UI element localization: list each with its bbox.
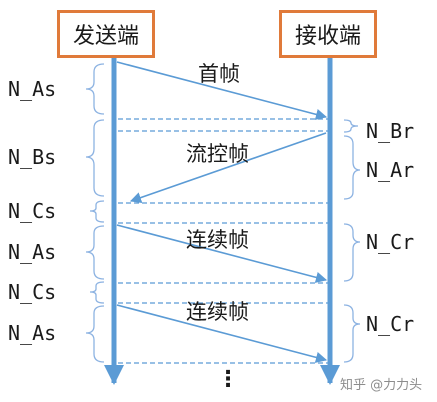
timer-label-n-bs: N_Bs bbox=[8, 145, 57, 169]
consecutive-frame-label: 连续帧 bbox=[186, 228, 249, 252]
left-brace-n-bs bbox=[85, 119, 105, 197]
timer-label-n-as: N_As bbox=[8, 321, 57, 345]
flow-control-frame-arrow bbox=[129, 132, 327, 203]
timer-label-n-br: N_Br bbox=[366, 119, 415, 143]
timer-label-n-cr: N_Cr bbox=[366, 230, 415, 254]
right-brace-n-br bbox=[343, 119, 359, 133]
timer-label-n-cs: N_Cs bbox=[8, 280, 57, 304]
left-brace-n-as bbox=[85, 63, 105, 115]
consecutive-frame-2-arrow bbox=[116, 304, 328, 363]
first-frame-arrow bbox=[116, 61, 328, 120]
left-brace-n-as bbox=[85, 225, 105, 280]
receiver-node: 接收端 bbox=[279, 10, 377, 58]
timer-label-n-ar: N_Ar bbox=[366, 158, 415, 182]
sender-node: 发送端 bbox=[57, 10, 155, 58]
continuation-dots: ⋮ bbox=[217, 367, 239, 392]
consecutive-frame-label: 连续帧 bbox=[186, 300, 249, 324]
left-brace-n-as bbox=[85, 305, 105, 363]
right-brace-n-ar bbox=[343, 135, 361, 200]
timer-label-n-cs: N_Cs bbox=[8, 199, 57, 223]
receiver-label: 接收端 bbox=[294, 24, 361, 49]
left-brace-n-cs bbox=[89, 281, 105, 304]
timer-label-n-as: N_As bbox=[8, 77, 57, 101]
left-brace-n-cs bbox=[89, 200, 105, 223]
consecutive-frame-1-arrow bbox=[116, 224, 328, 283]
flow-control-frame-label: 流控帧 bbox=[186, 142, 249, 166]
watermark: 知乎 @力力头 bbox=[340, 378, 423, 393]
first-frame-label: 首帧 bbox=[198, 62, 240, 86]
sender-label: 发送端 bbox=[72, 24, 139, 49]
timer-label-n-cr: N_Cr bbox=[366, 312, 415, 336]
right-brace-n-cr bbox=[343, 223, 361, 282]
timer-label-n-as: N_As bbox=[8, 240, 57, 264]
right-brace-n-cr bbox=[343, 304, 361, 363]
